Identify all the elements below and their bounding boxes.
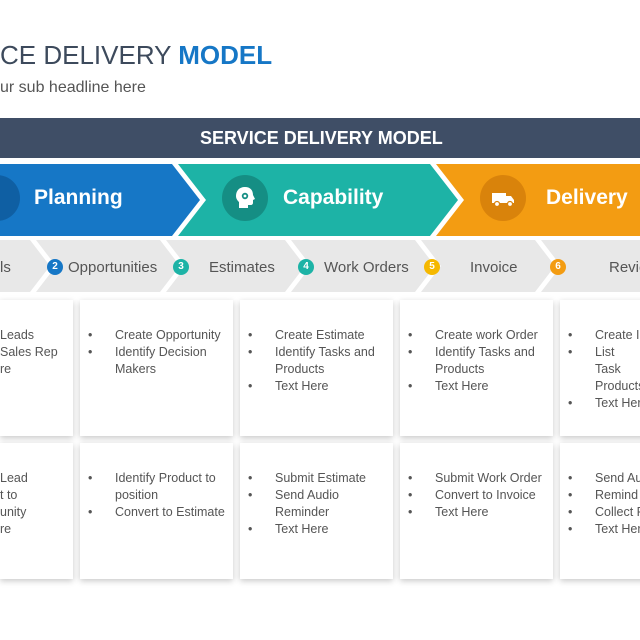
list-item: Text Here — [240, 378, 389, 395]
list-item: Send Au — [560, 470, 640, 487]
model-banner: SERVICE DELIVERY MODEL — [0, 118, 640, 158]
list-item: Text Her — [560, 395, 640, 412]
list-item: Text Here — [400, 504, 543, 521]
list-item: t to — [0, 488, 18, 502]
list-item: Identify Tasks and Products — [240, 344, 389, 378]
step-chevron-3 — [166, 240, 305, 292]
list-item: Identify Decision Makers — [80, 344, 227, 378]
page-title: CE DELIVERY MODEL — [0, 40, 272, 70]
head-gear-icon — [222, 175, 268, 221]
list-item: Leads — [0, 328, 35, 342]
phase-capability: Capability — [208, 162, 438, 234]
list-item: Remind — [560, 487, 640, 504]
page-title-part1: CE DELIVERY — [0, 40, 179, 70]
list-item: Collect P — [560, 504, 640, 521]
step-chevron-5 — [421, 240, 555, 292]
step-chevrons — [0, 240, 640, 292]
step-6: 6 Revie — [550, 240, 640, 294]
card-row2-col2: Identify Product to position Convert to … — [80, 443, 233, 579]
list-item: Text Here — [240, 521, 377, 538]
list-item: Convert to Invoice — [400, 487, 543, 504]
step-chevron-1 — [0, 240, 50, 292]
step-4-number: 4 — [298, 259, 314, 275]
step-5: 5 Invoice — [424, 240, 518, 294]
step-2-number: 2 — [47, 259, 63, 275]
banner-label: SERVICE DELIVERY MODEL — [200, 128, 443, 148]
phase-planning: Planning — [0, 162, 200, 234]
card-row1-col5: Create I List Task Products Text Her — [560, 300, 640, 436]
list-item: Text Her — [560, 521, 640, 538]
list-item: Create Estimate — [240, 327, 389, 344]
list-item: unity — [0, 505, 27, 519]
truck-icon — [480, 175, 526, 221]
list-item: Sales Rep — [0, 345, 58, 359]
card-row2-col5: Send Au Remind Collect P Text Her — [560, 443, 640, 579]
list-item: re — [0, 522, 12, 536]
phase-planning-label: Planning — [34, 186, 123, 209]
step-chevron-6 — [541, 240, 640, 292]
card-row1-col1: Leads Sales Rep re — [0, 300, 73, 436]
card-row1-col3: Create Estimate Identify Tasks and Produ… — [240, 300, 393, 436]
card-row1-col4: Create work Order Identify Tasks and Pro… — [400, 300, 553, 436]
step-2: 2 Opportunities — [47, 240, 157, 294]
card-row2-col1: Lead t to unity re — [0, 443, 73, 579]
list-item: Identify Product to position — [80, 470, 227, 504]
list-item: Create Opportunity — [80, 327, 227, 344]
list-item: Create I — [560, 327, 640, 344]
card-row2-col4: Submit Work Order Convert to Invoice Tex… — [400, 443, 553, 579]
card-row1-col2: Create Opportunity Identify Decision Mak… — [80, 300, 233, 436]
list-item: Submit Work Order — [400, 470, 543, 487]
step-1-label: ls — [0, 258, 11, 276]
list-item: Send Audio Reminder — [240, 487, 377, 521]
step-chevron-2 — [36, 240, 180, 292]
step-6-number: 6 — [550, 259, 566, 275]
step-4-label: Work Orders — [324, 258, 409, 276]
phase-capability-label: Capability — [283, 186, 384, 209]
step-2-label: Opportunities — [68, 258, 158, 276]
step-3: 3 Estimates — [173, 240, 275, 294]
step-1: ls — [0, 240, 11, 294]
step-3-number: 3 — [173, 259, 189, 275]
list-item: Convert to Estimate — [80, 504, 227, 521]
list-item: Create work Order — [400, 327, 549, 344]
list-item: Lead — [0, 471, 28, 485]
list-item: Identify Tasks and Products — [400, 344, 549, 378]
phase-delivery-label: Delivery — [546, 186, 628, 209]
list-item: re — [0, 362, 12, 376]
card-row2-col3: Submit Estimate Send Audio Reminder Text… — [240, 443, 393, 579]
step-3-label: Estimates — [209, 258, 275, 276]
list-item: Text Here — [400, 378, 549, 395]
list-item: List Task Products — [560, 344, 640, 395]
phase-chevron-planning — [0, 164, 200, 236]
step-chevron-4 — [291, 240, 435, 292]
step-5-label: Invoice — [470, 258, 518, 276]
page-subtitle: ur sub headline here — [0, 79, 146, 96]
gear-icon — [0, 175, 20, 221]
step-6-label: Revie — [609, 258, 640, 276]
page-title-accent: MODEL — [178, 40, 273, 70]
step-4: 4 Work Orders — [298, 240, 409, 294]
phase-delivery: Delivery — [466, 162, 640, 234]
step-5-number: 5 — [424, 259, 440, 275]
list-item: Submit Estimate — [240, 470, 377, 487]
